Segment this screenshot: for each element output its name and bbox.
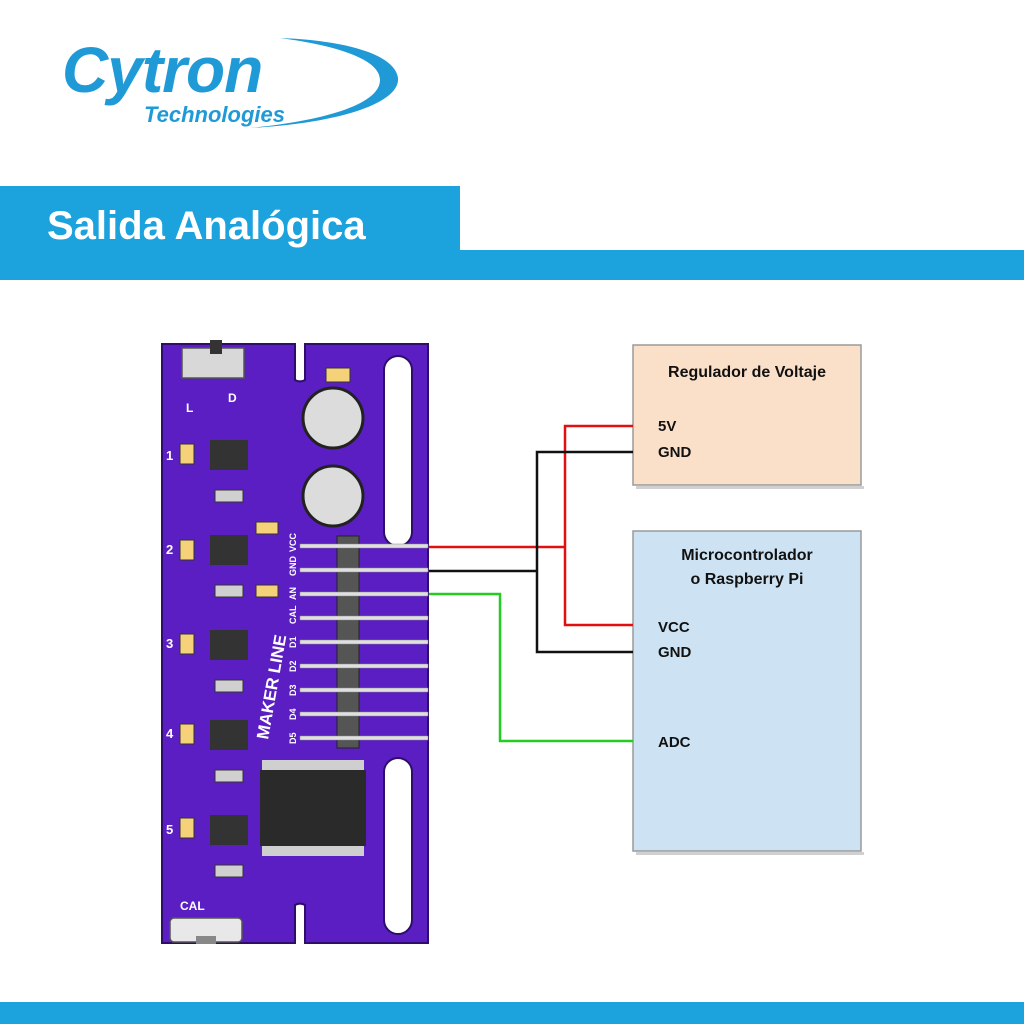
button-label-cal: CAL [180, 899, 205, 913]
pin-label-d3: D3 [288, 684, 298, 696]
sensor-number-1: 1 [166, 448, 173, 463]
controller-pin-vcc: VCC [658, 619, 690, 636]
regulator-pin-5v: 5V [658, 418, 676, 435]
regulator-box [632, 344, 862, 486]
title-box [0, 186, 460, 250]
pin-label-d5: D5 [288, 732, 298, 744]
controller-box [632, 530, 862, 852]
cytron-logo: Cytron Technologies [40, 28, 420, 138]
sensor-number-4: 4 [166, 726, 174, 741]
pin-label-d1: D1 [288, 636, 298, 648]
pin-label-vcc: VCC [288, 532, 298, 552]
capacitor-icon [301, 386, 365, 450]
ic-chip-icon [260, 770, 366, 846]
switch-label-l: L [186, 401, 193, 415]
regulator-title: Regulador de Voltaje [668, 364, 826, 381]
controller-pin-adc: ADC [658, 734, 691, 751]
wire-adc-green [428, 592, 633, 743]
sensor-number-2: 2 [166, 542, 173, 557]
pin-label-d2: D2 [288, 660, 298, 672]
pin-label-d4: D4 [288, 708, 298, 720]
controller-title-line2: o Raspberry Pi [691, 571, 804, 588]
maker-line-board: MAKER LINE L D 1 2 3 4 5 CAL VCC GND AN … [161, 340, 429, 944]
pin-label-gnd: GND [288, 556, 298, 577]
wire-gnd-black [535, 450, 633, 654]
switch-label-d: D [228, 391, 237, 405]
page-title: Salida Analógica [47, 204, 366, 248]
controller-title-line1: Microcontrolador [681, 547, 813, 564]
wire-5v-red [563, 424, 633, 627]
brand-name: Cytron [62, 34, 263, 106]
sensor-number-3: 3 [166, 636, 173, 651]
wiring-diagram: Regulador de Voltaje 5V GND Microcontrol… [161, 340, 864, 944]
regulator-pin-gnd: GND [658, 444, 692, 461]
header-band [0, 250, 1024, 280]
sensor-number-5: 5 [166, 822, 173, 837]
footer-band [0, 1002, 1024, 1024]
logo-swoosh-icon [250, 38, 399, 128]
pin-label-cal: CAL [288, 605, 298, 624]
controller-pin-gnd: GND [658, 644, 692, 661]
pin-label-an: AN [288, 587, 298, 600]
brand-tagline: Technologies [144, 102, 285, 127]
